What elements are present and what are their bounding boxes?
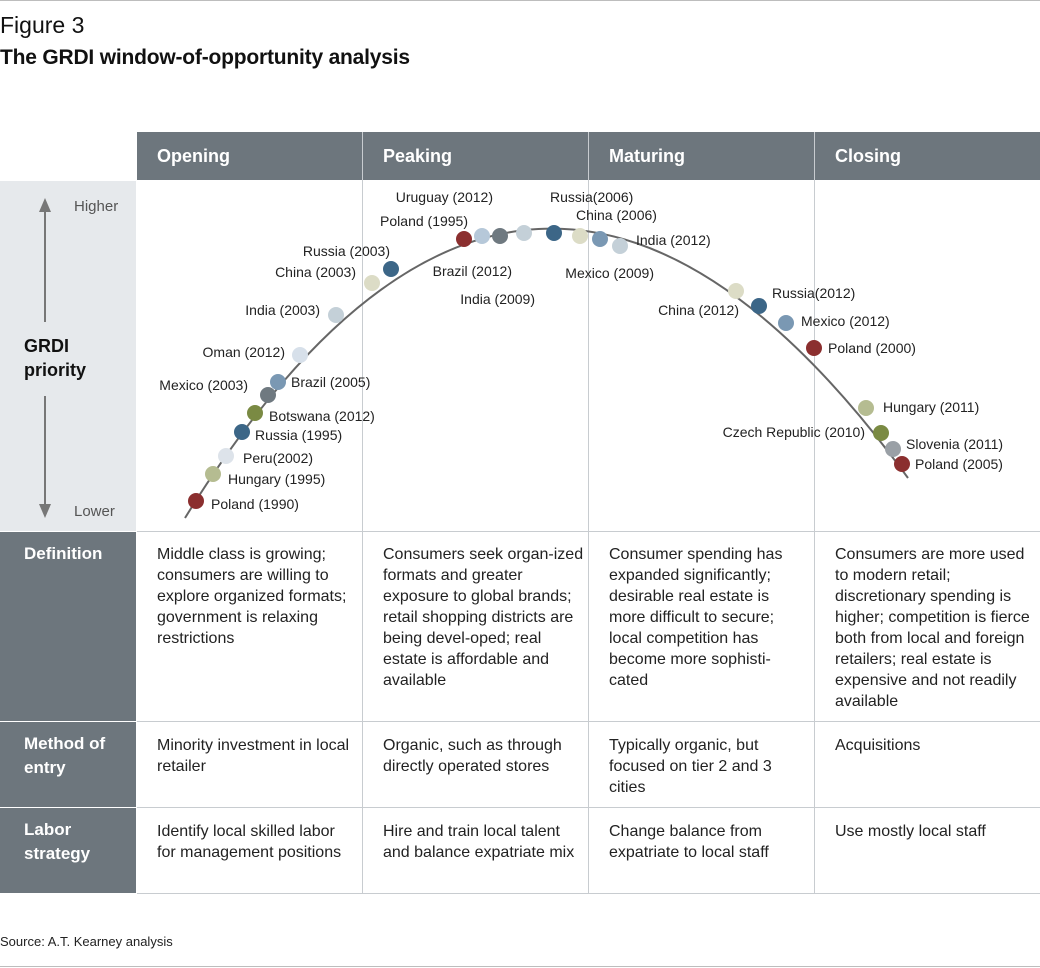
country-label: Russia (1995) bbox=[255, 427, 342, 443]
country-marker bbox=[383, 261, 399, 277]
country-marker bbox=[205, 466, 221, 482]
grid-vline-2 bbox=[588, 132, 589, 894]
method-closing: Acquisitions bbox=[835, 737, 921, 754]
country-marker bbox=[328, 307, 344, 323]
arrow-up-icon bbox=[39, 198, 51, 212]
row-label-method-text: Method of entry bbox=[24, 734, 106, 777]
figure-label: Figure 3 bbox=[0, 12, 85, 38]
labor-opening: Identify local skilled labor for managem… bbox=[157, 823, 342, 861]
phase-header-maturing: Maturing bbox=[589, 132, 814, 180]
axis-title: GRDI priority bbox=[24, 336, 87, 380]
country-marker bbox=[806, 340, 822, 356]
grid-vline-3 bbox=[814, 132, 815, 894]
country-label: Poland (2000) bbox=[828, 340, 916, 356]
country-marker bbox=[270, 374, 286, 390]
row-label-definition: Definition bbox=[0, 532, 136, 721]
country-label: Hungary (2011) bbox=[883, 399, 979, 415]
grid-hline-4 bbox=[137, 893, 1040, 894]
country-marker bbox=[247, 405, 263, 421]
country-marker bbox=[456, 231, 472, 247]
grid-vline-1 bbox=[362, 132, 363, 894]
country-marker bbox=[364, 275, 380, 291]
axis-high-label: Higher bbox=[74, 198, 119, 215]
country-label: Slovenia (2011) bbox=[906, 436, 1003, 452]
country-marker bbox=[592, 231, 608, 247]
definition-closing: Consumers are more used to modern retail… bbox=[835, 546, 1030, 710]
arrow-down-icon bbox=[39, 504, 51, 518]
country-marker bbox=[234, 424, 250, 440]
country-label: Mexico (2009) bbox=[565, 265, 654, 281]
axis-low-label: Lower bbox=[74, 503, 115, 520]
bottom-rule bbox=[0, 966, 1040, 967]
labor-closing: Use mostly local staff bbox=[835, 823, 986, 840]
top-rule bbox=[0, 0, 1040, 1]
phase-header-peaking: Peaking bbox=[363, 132, 588, 180]
country-label: Brazil (2005) bbox=[291, 374, 370, 390]
country-marker bbox=[728, 283, 744, 299]
country-label: Russia(2006) bbox=[550, 189, 633, 205]
country-marker bbox=[474, 228, 490, 244]
country-label: Peru(2002) bbox=[243, 450, 313, 466]
definition-maturing: Consumer spending has expanded significa… bbox=[609, 546, 783, 689]
row-label-labor-strategy: Labor strategy bbox=[0, 808, 136, 893]
country-label: Poland (2005) bbox=[915, 456, 1003, 472]
country-marker bbox=[260, 387, 276, 403]
country-label: India (2012) bbox=[636, 232, 711, 248]
labor-maturing: Change balance from expatriate to local … bbox=[609, 823, 769, 861]
country-marker bbox=[612, 238, 628, 254]
country-marker bbox=[873, 425, 889, 441]
definition-peaking: Consumers seek organ-ized formats and gr… bbox=[383, 546, 584, 689]
country-label: Oman (2012) bbox=[203, 344, 285, 360]
country-marker bbox=[751, 298, 767, 314]
country-label: Uruguay (2012) bbox=[396, 189, 493, 205]
country-marker bbox=[885, 441, 901, 457]
country-label: Russia(2012) bbox=[772, 285, 855, 301]
opportunity-curve-line bbox=[184, 227, 909, 519]
country-label: Hungary (1995) bbox=[228, 471, 325, 487]
country-marker bbox=[292, 347, 308, 363]
country-marker bbox=[858, 400, 874, 416]
country-label: Brazil (2012) bbox=[433, 263, 512, 279]
country-label: Botswana (2012) bbox=[269, 408, 375, 424]
grid-hline-3 bbox=[137, 807, 1040, 808]
country-label: Poland (1995) bbox=[380, 213, 468, 229]
method-opening: Minority investment in local retailer bbox=[157, 737, 350, 775]
country-label: Mexico (2012) bbox=[801, 313, 890, 329]
grid-hline-1 bbox=[137, 531, 1040, 532]
country-label: China (2003) bbox=[275, 264, 356, 280]
row-label-labor-text: Labor strategy bbox=[24, 820, 91, 863]
country-marker bbox=[546, 225, 562, 241]
country-label: Poland (1990) bbox=[211, 496, 299, 512]
country-marker bbox=[188, 493, 204, 509]
source-note: Source: A.T. Kearney analysis bbox=[0, 934, 173, 949]
country-marker bbox=[572, 228, 588, 244]
country-marker bbox=[492, 228, 508, 244]
country-label: Czech Republic (2010) bbox=[723, 424, 865, 440]
method-peaking: Organic, such as through directly operat… bbox=[383, 737, 562, 775]
country-marker bbox=[778, 315, 794, 331]
country-marker bbox=[894, 456, 910, 472]
country-label: India (2009) bbox=[460, 291, 535, 307]
country-label: India (2003) bbox=[245, 302, 320, 318]
labor-peaking: Hire and train local talent and balance … bbox=[383, 823, 575, 861]
method-maturing: Typically organic, but focused on tier 2… bbox=[609, 737, 772, 796]
figure-title: The GRDI window-of-opportunity analysis bbox=[0, 46, 410, 69]
priority-axis-panel bbox=[0, 181, 136, 531]
country-marker bbox=[218, 448, 234, 464]
row-label-method-of-entry: Method of entry bbox=[0, 722, 136, 807]
phase-header-closing: Closing bbox=[815, 132, 1040, 180]
country-label: Mexico (2003) bbox=[159, 377, 248, 393]
country-label: China (2012) bbox=[658, 302, 739, 318]
country-marker bbox=[516, 225, 532, 241]
grid-hline-2 bbox=[137, 721, 1040, 722]
country-label: Russia (2003) bbox=[303, 243, 390, 259]
country-label: China (2006) bbox=[576, 207, 657, 223]
definition-opening: Middle class is growing; consumers are w… bbox=[157, 546, 347, 647]
phase-header-opening: Opening bbox=[137, 132, 362, 180]
